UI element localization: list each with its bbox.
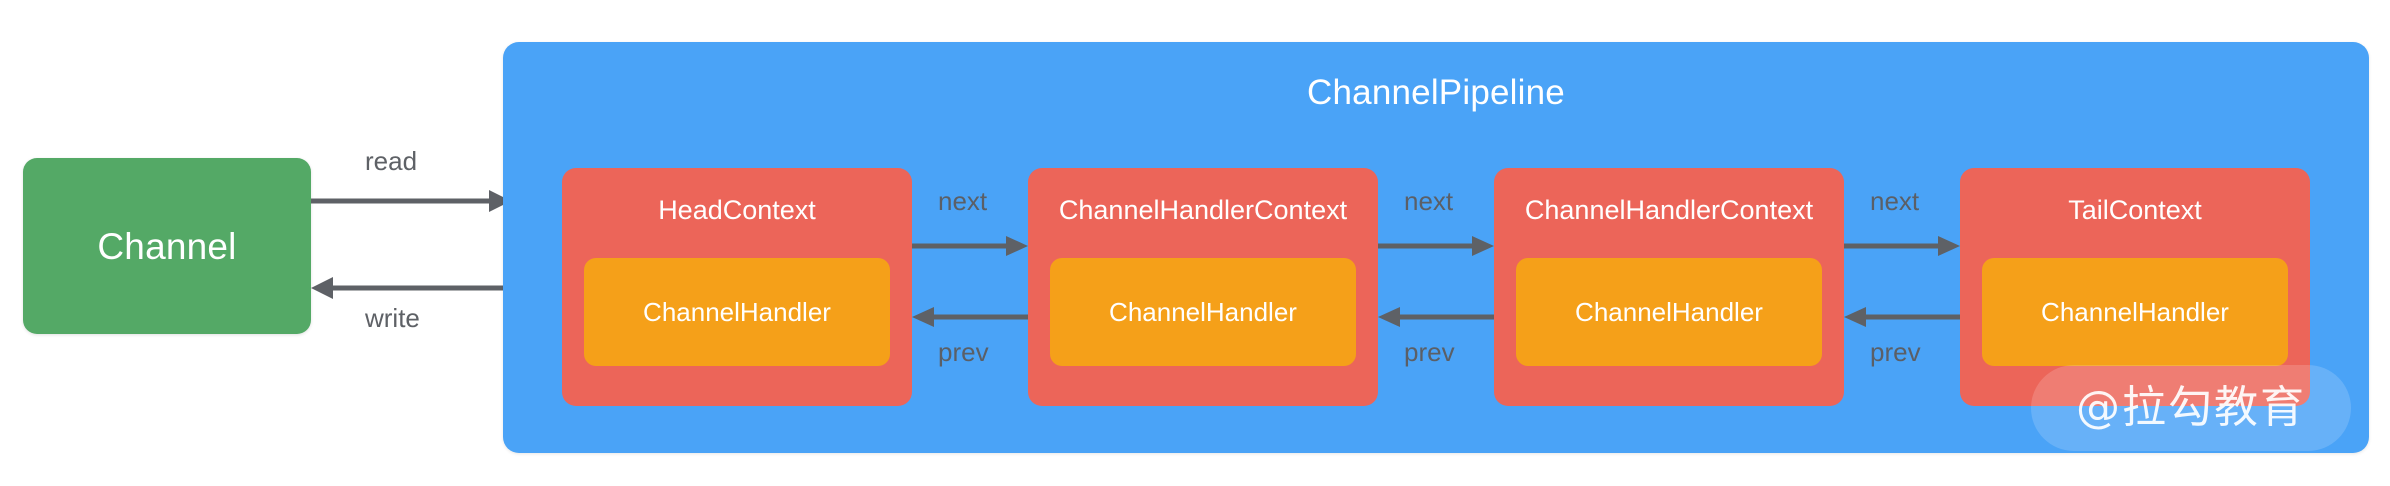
channel-handler-label: ChannelHandler [643, 297, 831, 327]
next-arrow-icon-2 [1378, 236, 1494, 256]
channel-pipeline-node: ChannelPipeline HeadContext ChannelHandl… [503, 42, 2369, 453]
channel-node: Channel [23, 158, 311, 334]
next-arrow-icon-3 [1844, 236, 1960, 256]
context-title: ChannelHandlerContext [1058, 195, 1348, 225]
channel-label: Channel [97, 225, 237, 267]
read-arrow-icon [311, 190, 511, 212]
prev-arrow-icon-1 [912, 307, 1028, 327]
context-node-head: HeadContext ChannelHandler [562, 168, 912, 406]
context-node-2: ChannelHandlerContext ChannelHandler [1028, 168, 1378, 406]
channel-handler-node: ChannelHandler [1516, 258, 1822, 366]
prev-arrow-label-3: prev [1870, 337, 1921, 367]
channel-handler-label: ChannelHandler [2041, 297, 2229, 327]
watermark-text: @拉勾教育 [2076, 382, 2306, 433]
channel-handler-label: ChannelHandler [1575, 297, 1763, 327]
channel-handler-node: ChannelHandler [584, 258, 890, 366]
channel-handler-node: ChannelHandler [1982, 258, 2288, 366]
next-arrow-label-1: next [938, 186, 988, 216]
write-arrow-icon [311, 277, 511, 299]
context-node-3: ChannelHandlerContext ChannelHandler [1494, 168, 1844, 406]
channel-handler-node: ChannelHandler [1050, 258, 1356, 366]
context-title: HeadContext [658, 195, 816, 225]
next-arrow-label-2: next [1404, 186, 1454, 216]
prev-arrow-label-2: prev [1404, 337, 1455, 367]
next-arrow-icon-1 [912, 236, 1028, 256]
channel-handler-label: ChannelHandler [1109, 297, 1297, 327]
context-node-tail: TailContext ChannelHandler [1960, 168, 2310, 406]
prev-arrow-icon-3 [1844, 307, 1960, 327]
channel-pipeline-title: ChannelPipeline [1307, 73, 1565, 112]
context-title: TailContext [2068, 195, 2202, 225]
context-title: ChannelHandlerContext [1524, 195, 1814, 225]
prev-arrow-label-1: prev [938, 337, 989, 367]
write-arrow-label: write [365, 303, 420, 333]
watermark-badge: @拉勾教育 [2031, 365, 2351, 451]
next-arrow-label-3: next [1870, 186, 1920, 216]
prev-arrow-icon-2 [1378, 307, 1494, 327]
read-arrow-label: read [365, 146, 418, 176]
